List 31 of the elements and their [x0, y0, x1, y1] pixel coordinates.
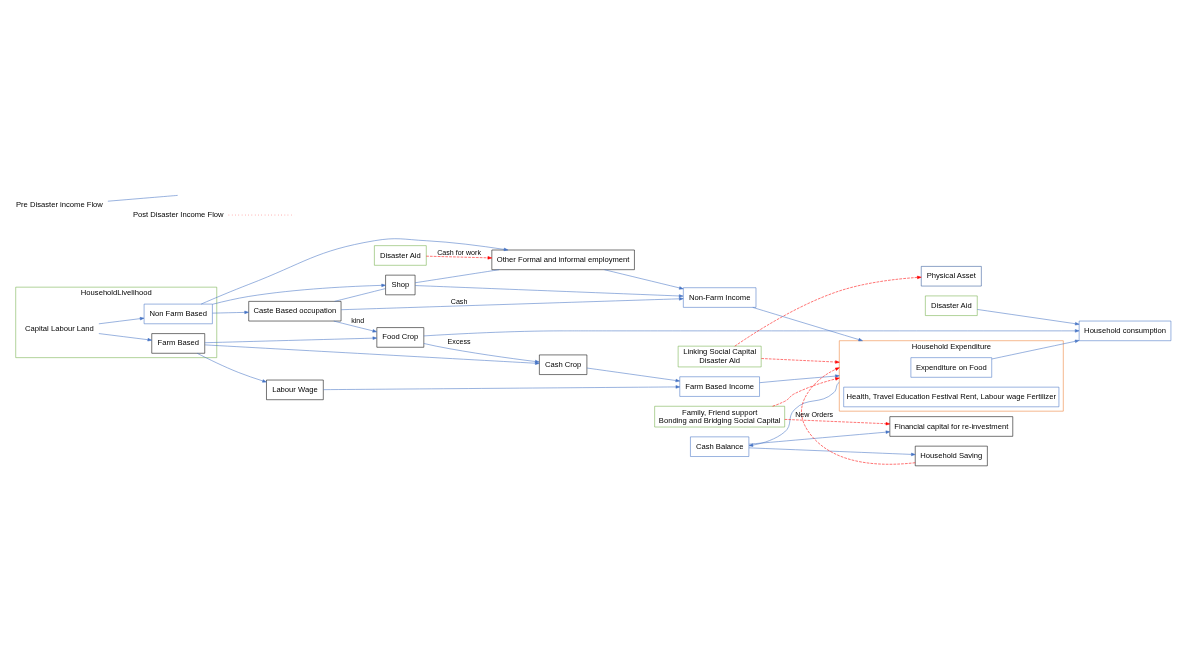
arrow: [734, 275, 922, 346]
arrow: [98, 316, 145, 324]
arrow: [204, 336, 377, 343]
arrow: [772, 376, 840, 407]
arrow: [759, 374, 840, 383]
arrow: [98, 332, 152, 341]
arrow: [761, 357, 840, 364]
arrow: [323, 384, 681, 390]
arrow: [748, 381, 840, 447]
arrow: [196, 352, 267, 382]
arrow: [748, 430, 891, 444]
arrow: [991, 339, 1080, 359]
arrow: [204, 344, 540, 365]
arrow: [212, 310, 249, 314]
arrow: [423, 328, 1080, 336]
arrow: [748, 447, 916, 456]
arrow: [333, 320, 377, 332]
arrow: [200, 237, 509, 304]
arrow: [752, 306, 863, 341]
arrow: [414, 284, 684, 298]
arrow: [423, 342, 540, 363]
arrow: [801, 366, 916, 465]
arrow: [340, 296, 684, 310]
arrow: [212, 283, 386, 305]
connector: [414, 268, 500, 283]
arrow: [586, 367, 680, 382]
connector: [334, 287, 386, 302]
arrow: [977, 308, 1080, 325]
arrow: [426, 255, 493, 259]
arrow: [784, 418, 891, 425]
arrow: [604, 268, 684, 289]
